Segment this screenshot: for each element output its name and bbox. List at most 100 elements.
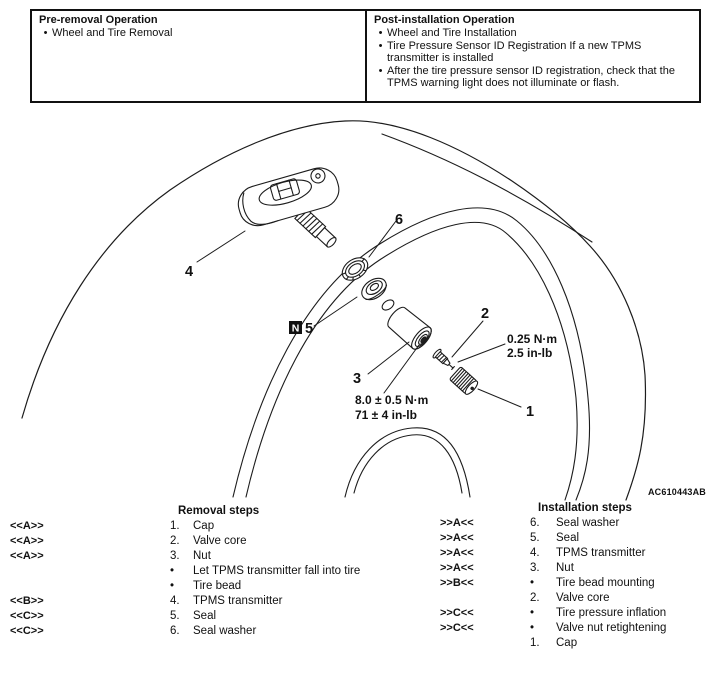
step-marker: <<C>>: [10, 625, 44, 637]
seal-part: [361, 277, 388, 301]
step-marker: <<C>>: [10, 610, 44, 622]
step-num: 4.: [530, 547, 540, 559]
step-num: 1.: [530, 637, 540, 649]
installation-steps-list: Installation steps >>A<< 6. Seal washer …: [440, 501, 708, 651]
step-text: Cap: [193, 520, 215, 532]
step-text: Valve core: [556, 592, 610, 604]
svg-text:8.0 ± 0.5 N·m: 8.0 ± 0.5 N·m: [355, 393, 428, 407]
step-marker: [440, 591, 530, 606]
step-num: 3.: [530, 562, 540, 574]
step-marker: >>A<<: [440, 547, 474, 559]
step-num: •: [170, 580, 175, 592]
bullet-icon: •: [378, 64, 383, 77]
post-installation-item: • After the tire pressure sensor ID regi…: [374, 65, 692, 90]
figure-code: AC610443AB: [647, 487, 706, 497]
installation-row: >>A<< 6. Seal washer: [440, 516, 708, 531]
callout-3: 3: [353, 371, 361, 387]
step-num: 5.: [530, 532, 540, 544]
valve-core-part: [432, 348, 455, 371]
step-text: Tire bead: [193, 580, 242, 592]
installation-row: >>B<< • Tire bead mounting: [440, 576, 708, 591]
callout-n5: N 5: [289, 321, 313, 337]
step-marker: [10, 579, 170, 594]
svg-text:N: N: [292, 323, 300, 335]
step-marker: [440, 636, 530, 651]
installation-row: >>C<< • Valve nut retightening: [440, 621, 708, 636]
tpms-exploded-diagram: 4 6 3 2 1 N 5 8.0 ± 0.5 N·m 71 ± 4 in-lb…: [21, 120, 647, 501]
step-marker: >>B<<: [440, 577, 474, 589]
step-text: Let TPMS transmitter fall into tire: [193, 565, 361, 577]
step-text: Seal washer: [193, 625, 257, 637]
o-ring-part: [381, 299, 395, 311]
removal-row: • Let TPMS transmitter fall into tire: [10, 564, 370, 579]
post-installation-item: • Wheel and Tire Installation: [374, 27, 692, 40]
installation-row: >>A<< 5. Seal: [440, 531, 708, 546]
step-num: 6.: [530, 517, 540, 529]
callout-4: 4: [185, 264, 193, 280]
step-text: Nut: [193, 550, 211, 562]
installation-row: >>C<< • Tire pressure inflation: [440, 606, 708, 621]
step-num: •: [530, 607, 535, 619]
callout-6: 6: [395, 212, 403, 228]
step-marker: >>C<<: [440, 607, 474, 619]
installation-steps-title: Installation steps: [538, 502, 632, 514]
removal-row: • Tire bead: [10, 579, 370, 594]
rim-opening-arcs: [232, 207, 591, 501]
step-marker: <<A>>: [10, 550, 44, 562]
cap-part: [449, 366, 479, 395]
step-num: 5.: [170, 610, 180, 622]
post-installation-title: Post-installation Operation: [374, 14, 515, 26]
leader-lines: [196, 220, 522, 408]
step-num: 3.: [170, 550, 180, 562]
step-num: •: [530, 622, 535, 634]
pre-removal-cell: Pre-removal Operation • Wheel and Tire R…: [32, 11, 367, 101]
step-text: Seal: [556, 532, 580, 544]
tpms-transmitter-part: [237, 167, 340, 248]
removal-row: <<C>> 6. Seal washer: [10, 624, 370, 639]
step-text: TPMS transmitter: [193, 595, 283, 607]
step-marker: >>A<<: [440, 562, 474, 574]
removal-steps-list: Removal steps <<A>> 1. Cap <<A>> 2. Valv…: [10, 504, 370, 639]
step-text: Cap: [556, 637, 578, 649]
step-text: Nut: [556, 562, 574, 574]
torque-spec-nut: 8.0 ± 0.5 N·m 71 ± 4 in-lb: [355, 393, 428, 422]
step-num: 6.: [170, 625, 180, 637]
step-num: •: [530, 577, 535, 589]
seal-washer-part: [341, 257, 369, 281]
tire-outline: [21, 120, 647, 501]
step-num: •: [170, 565, 175, 577]
step-num: 4.: [170, 595, 180, 607]
removal-row: <<A>> 2. Valve core: [10, 534, 370, 549]
post-installation-cell: Post-installation Operation • Wheel and …: [367, 11, 699, 101]
installation-row: 2. Valve core: [440, 591, 708, 606]
step-num: 1.: [170, 520, 180, 532]
step-text: Tire pressure inflation: [556, 607, 667, 619]
step-marker: <<B>>: [10, 595, 44, 607]
step-marker: >>A<<: [440, 532, 474, 544]
removal-row: <<A>> 3. Nut: [10, 549, 370, 564]
step-text: Seal washer: [556, 517, 620, 529]
callout-5: 5: [305, 321, 313, 337]
bullet-icon: •: [378, 39, 383, 52]
bullet-icon: •: [378, 27, 383, 39]
step-num: 2.: [170, 535, 180, 547]
pre-removal-title: Pre-removal Operation: [39, 14, 158, 26]
installation-row: >>A<< 3. Nut: [440, 561, 708, 576]
callout-1: 1: [526, 404, 534, 420]
installation-row: >>A<< 4. TPMS transmitter: [440, 546, 708, 561]
callout-2: 2: [481, 306, 489, 322]
step-marker: >>C<<: [440, 622, 474, 634]
step-marker: <<A>>: [10, 520, 44, 532]
removal-steps-title: Removal steps: [178, 505, 260, 517]
svg-text:0.25 N·m: 0.25 N·m: [507, 332, 557, 346]
step-num: 2.: [530, 592, 540, 604]
step-text: TPMS transmitter: [556, 547, 646, 559]
svg-text:71 ± 4 in-lb: 71 ± 4 in-lb: [355, 408, 417, 422]
svg-text:2.5 in-lb: 2.5 in-lb: [507, 346, 552, 360]
step-text: Seal: [193, 610, 217, 622]
step-text: Tire bead mounting: [556, 577, 655, 589]
callout-labels: 4 6 3 2 1 N 5 8.0 ± 0.5 N·m 71 ± 4 in-lb…: [185, 212, 557, 422]
step-marker: [10, 564, 170, 579]
step-marker: >>A<<: [440, 517, 474, 529]
